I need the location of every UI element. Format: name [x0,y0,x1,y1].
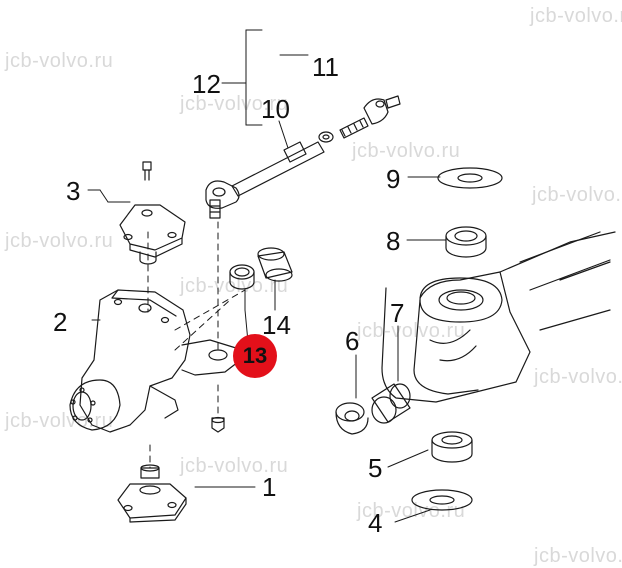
axle-housing [381,231,616,403]
callout-10: 10 [261,94,290,124]
callout-13-label: 13 [242,343,268,368]
watermark: jcb-volvo.ru [534,545,622,567]
watermark: jcb-volvo.ru [5,230,114,252]
callout-8: 8 [386,226,401,256]
watermark: jcb-volvo.ru [352,140,461,162]
part-2-knuckle [69,289,239,433]
callout-14: 14 [262,310,291,340]
callout-13-highlight: 13 [233,334,277,378]
callout-4: 4 [368,508,383,538]
watermark: jcb-volvo.ru [534,366,622,388]
callout-3: 3 [66,176,81,206]
callout-7: 7 [390,298,405,328]
part-14-seal-bushing [229,247,293,290]
callout-9: 9 [386,164,401,194]
watermark: jcb-volvo.ru [180,455,289,477]
watermark: jcb-volvo.ru [180,93,289,115]
part-9-washer [437,167,503,189]
part-5-bushing [431,431,473,463]
callout-11: 11 [312,52,339,82]
watermark: jcb-volvo.ru [532,184,622,206]
callout-1: 1 [262,472,277,502]
watermark: jcb-volvo.ru [357,500,466,522]
leader-lines [87,29,447,523]
callout-5: 5 [368,453,383,483]
callout-2: 2 [53,307,68,337]
watermark: jcb-volvo.ru [530,5,622,27]
part-10-12-tie-rod [205,95,401,219]
lower-nut [211,416,225,433]
part-3-upper-bracket [119,161,186,265]
assembly-axes [147,221,246,469]
part-1-lower-bracket [117,464,187,523]
part-4-washer [411,489,473,511]
part-8-bushing [445,226,487,258]
watermark: jcb-volvo.ru [5,50,114,72]
callout-12: 12 [192,69,221,99]
watermark: jcb-volvo.ru [180,275,289,297]
part-6-seal [335,402,369,435]
part-7-bushing [371,383,411,424]
callout-6: 6 [345,326,360,356]
